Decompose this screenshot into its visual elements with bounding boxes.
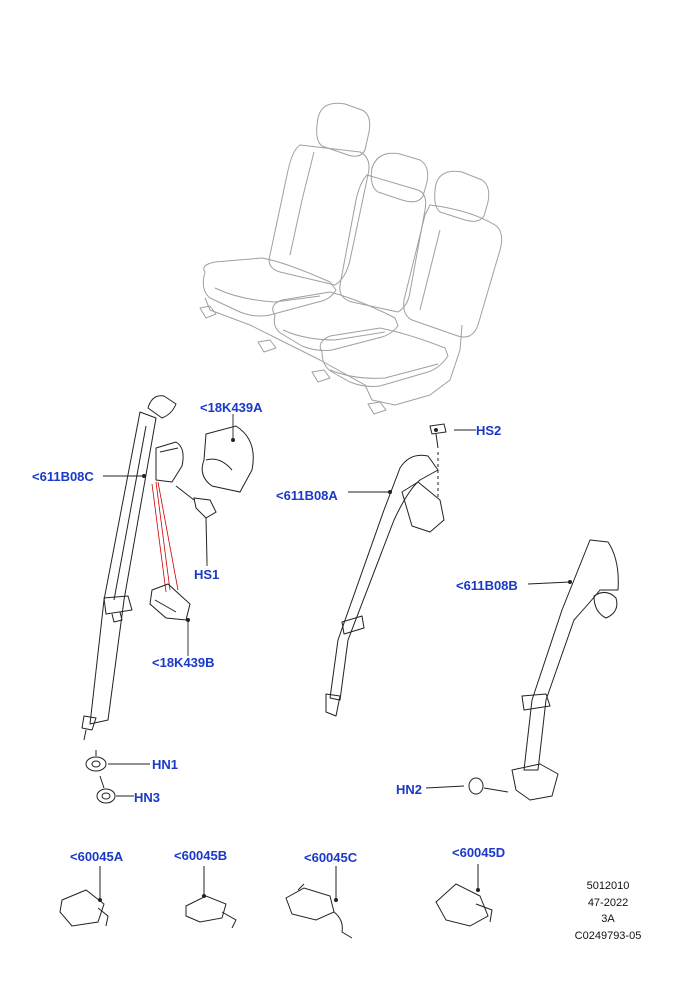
bolt-HS1 [175,485,217,563]
reference-line-4: C0249793-05 [574,929,642,942]
callout-HS2[interactable]: HS2 [476,423,502,438]
seat-belt-611B08B [511,539,619,801]
callout-HS1[interactable]: HS1 [194,567,220,582]
buckle-60045C [285,866,353,939]
red-guide-lines [151,481,179,593]
rear-seat-illustration [199,102,503,415]
leader-lines [103,414,571,797]
callout-60045A[interactable]: <60045A [70,849,124,864]
buckle-60045A [59,866,109,927]
callout-60045D[interactable]: <60045D [452,845,506,860]
callout-HN3[interactable]: HN3 [134,790,161,805]
callout-HN1[interactable]: HN1 [152,757,179,772]
callout-18K439A[interactable]: <18K439A [200,400,263,415]
callout-611B08B[interactable]: <611B08B [456,578,518,593]
trim-cover-18K439A [201,425,254,493]
nut-HN3 [96,775,116,804]
callout-611B08C[interactable]: <611B08C [32,469,94,484]
seat-belt-611B08C [81,395,184,741]
nut-HN1 [85,750,107,772]
buckle-60045D [435,864,493,927]
reference-line-3: 3A [601,913,615,925]
reference-line-1: 5012010 [586,880,630,892]
callout-18K439B[interactable]: <18K439B [152,655,215,670]
drawing-reference-block: 5012010 47-2022 3A C0249793-05 [560,878,656,944]
callout-611B08A[interactable]: <611B08A [276,488,338,503]
nut-HN2 [468,777,509,795]
leader-dots [98,428,572,902]
seat-belt-611B08A [325,454,445,717]
bolt-HS2 [429,423,447,500]
callout-60045C[interactable]: <60045C [304,850,358,865]
reference-line-2: 47-2022 [587,896,629,909]
callout-60045B[interactable]: <60045B [174,848,228,863]
callout-HN2[interactable]: HN2 [396,782,423,797]
buckle-60045B [185,866,237,929]
